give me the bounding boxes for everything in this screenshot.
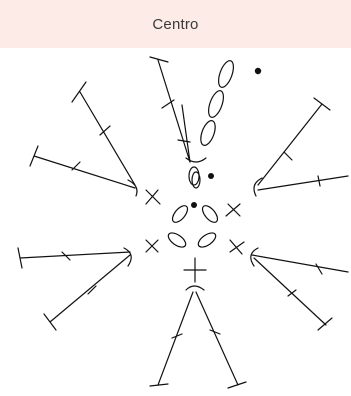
crochet-chart — [17, 56, 349, 389]
stitch-group-left — [17, 247, 132, 331]
header-bar: Centro — [0, 0, 351, 48]
dot-markers — [191, 67, 262, 208]
chain-stitches-top — [191, 60, 234, 189]
stitch-group-upper-left — [29, 81, 138, 197]
page-title: Centro — [152, 15, 199, 33]
stitch-group-bottom — [149, 285, 247, 389]
stitch-group-upper-right — [253, 97, 349, 197]
single-crochet-marks — [145, 189, 245, 283]
stitch-group-top — [149, 56, 207, 163]
center-ring — [167, 166, 219, 248]
stitch-group-lower-right — [250, 247, 349, 331]
